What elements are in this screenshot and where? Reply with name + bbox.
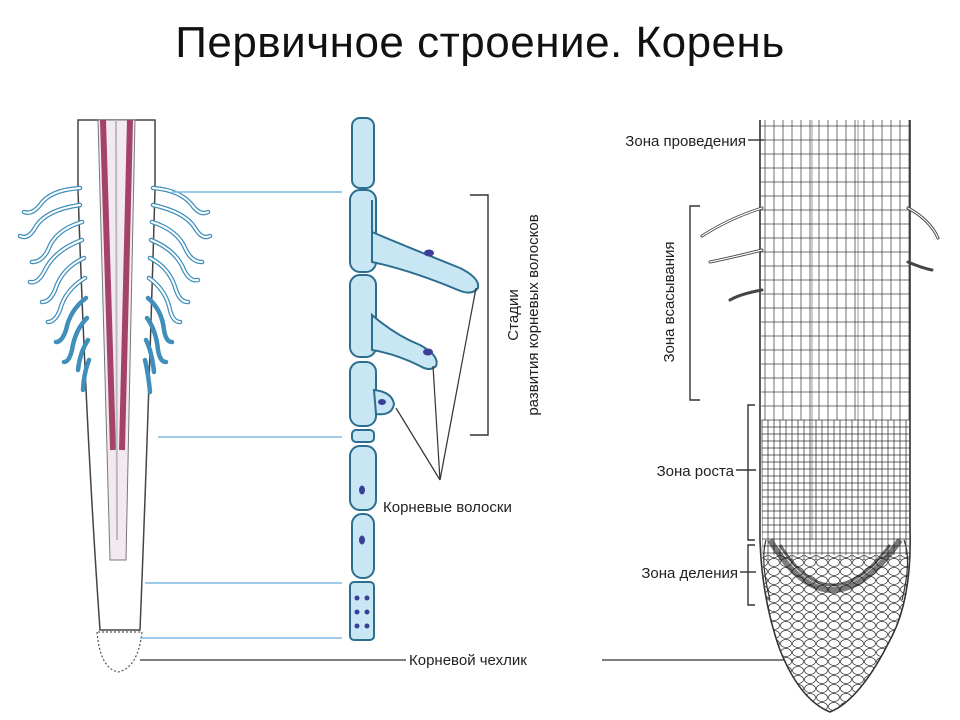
root-tip-overview [17, 119, 213, 673]
section-outline [759, 120, 911, 713]
zone-brackets [689, 139, 764, 606]
epidermis-nuclei [354, 249, 434, 629]
epidermis-column [349, 117, 480, 641]
zone-absorption-label: Зона всасывания [661, 241, 678, 362]
stages-label-line1: Стадии [505, 289, 522, 340]
zone-division-label: Зона деления [641, 565, 738, 582]
stages-bracket [470, 194, 489, 436]
root-hair-pointers [395, 287, 477, 481]
root-hairs-label: Корневые волоски [383, 499, 512, 516]
root-hairs-left-inner [19, 187, 86, 323]
zone-growth-label: Зона роста [657, 463, 735, 480]
slide-title: Первичное строение. Корень [175, 18, 785, 67]
longitudinal-section [700, 120, 940, 713]
root-cap-left [96, 631, 143, 673]
zone-conduction-label: Зона проведения [625, 133, 746, 150]
guide-lines [140, 191, 342, 639]
stages-label-line2: развития корневых волосков [525, 214, 542, 415]
root-cap-label: Корневой чехлик [409, 652, 527, 669]
